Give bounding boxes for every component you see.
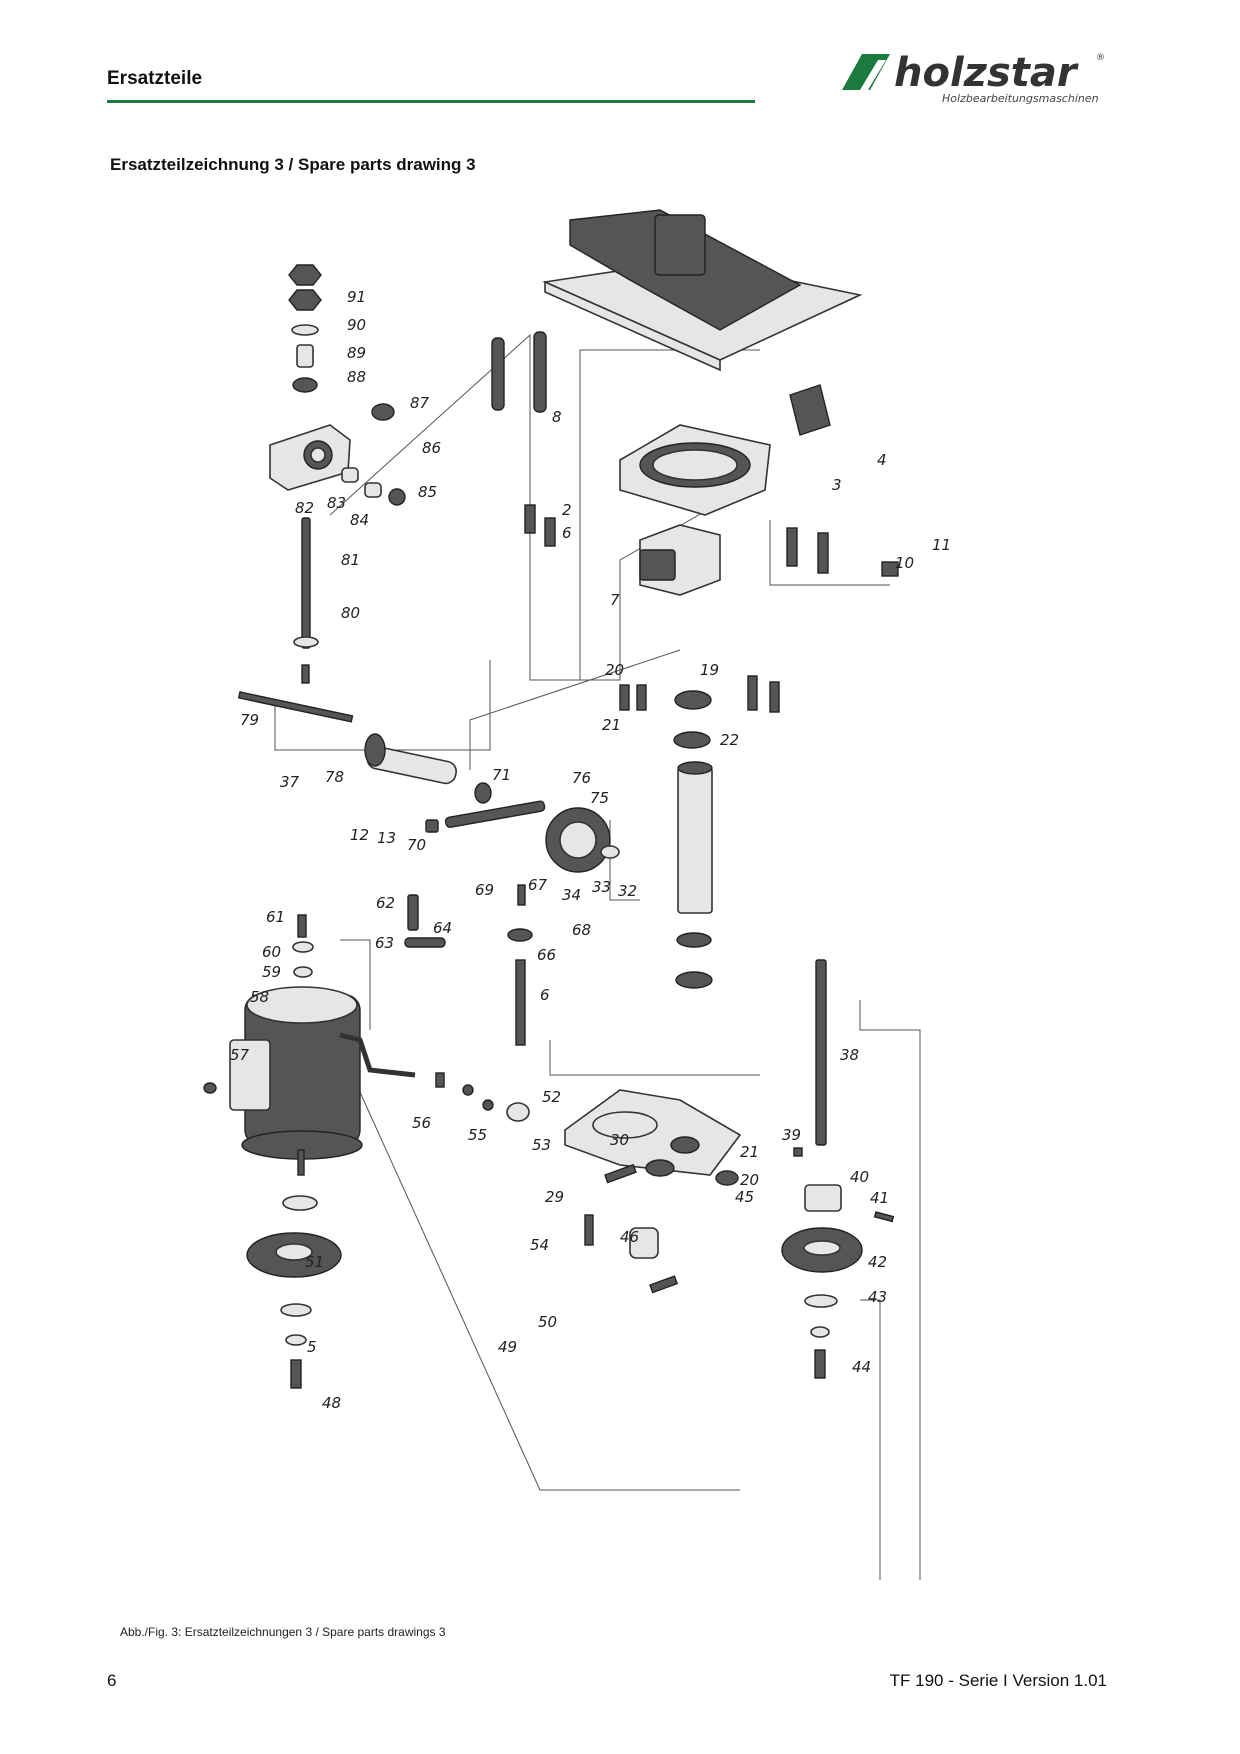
part-label: 50 [538, 1313, 557, 1331]
part-label: 67 [528, 876, 548, 894]
part-label: 80 [341, 604, 360, 622]
assembly-guide-lines [274, 333, 921, 1580]
part-label: 90 [347, 316, 366, 334]
part-label: 2 [562, 501, 572, 519]
part-label: 34 [562, 886, 581, 904]
part-label: 68 [572, 921, 591, 939]
part-label: 44 [852, 1358, 871, 1376]
figure-caption: Abb./Fig. 3: Ersatzteilzeichnungen 3 / S… [120, 1625, 446, 1639]
base-assembly [339, 884, 742, 1294]
part-label: 41 [870, 1189, 889, 1207]
part-label: 54 [530, 1236, 549, 1254]
part-label: 39 [782, 1126, 801, 1144]
part-label: 62 [376, 894, 395, 912]
header-rule [107, 100, 755, 103]
part-label: 76 [572, 769, 591, 787]
part-label: 3 [832, 476, 842, 494]
part-label: 69 [475, 881, 494, 899]
part-label: 30 [610, 1131, 629, 1149]
column-assembly [619, 675, 780, 989]
part-label: 86 [422, 439, 441, 457]
part-label: 11 [932, 536, 951, 554]
part-label: 21 [740, 1143, 759, 1161]
logo-wordmark: holzstar [894, 50, 1079, 96]
part-label: 56 [412, 1114, 431, 1132]
part-label: 42 [868, 1253, 887, 1271]
page-header-title: Ersatzteile [107, 68, 203, 89]
part-label: 70 [407, 836, 426, 854]
part-label: 85 [418, 483, 437, 501]
holzstar-logo: holzstar ® Holzbearbeitungsmaschinen [842, 50, 1105, 105]
part-label: 57 [230, 1046, 250, 1064]
part-label: 33 [592, 878, 611, 896]
part-label: 91 [347, 288, 366, 306]
part-label: 52 [542, 1088, 561, 1106]
logo-tagline: Holzbearbeitungsmaschinen [942, 92, 1099, 105]
part-label: 87 [410, 394, 430, 412]
page-number: 6 [107, 1671, 117, 1690]
part-label: 82 [295, 499, 314, 517]
part-label: 45 [735, 1188, 754, 1206]
part-label: 7 [610, 591, 620, 609]
logo-registered-mark: ® [1096, 53, 1105, 63]
part-label: 51 [305, 1253, 324, 1271]
part-label: 12 [350, 826, 369, 844]
part-label: 22 [720, 731, 739, 749]
part-label: 59 [262, 963, 281, 981]
part-label: 89 [347, 344, 366, 362]
part-label: 61 [266, 908, 285, 926]
part-label: 8 [552, 408, 562, 426]
part-label: 55 [468, 1126, 487, 1144]
part-label: 13 [377, 829, 396, 847]
part-label: 20 [605, 661, 624, 679]
document-version: TF 190 - Serie I Version 1.01 [889, 1671, 1107, 1690]
part-label: 32 [618, 882, 637, 900]
part-label: 84 [350, 511, 369, 529]
part-label: 81 [341, 551, 360, 569]
part-label: 49 [498, 1338, 517, 1356]
part-label: 5 [307, 1338, 317, 1356]
part-label: 60 [262, 943, 281, 961]
part-label: 64 [433, 919, 452, 937]
part-label: 46 [620, 1228, 639, 1246]
spindle-head-assembly [269, 264, 406, 684]
part-label: 38 [840, 1046, 859, 1064]
part-label: 83 [327, 494, 346, 512]
part-label: 4 [877, 451, 887, 469]
part-label: 79 [240, 711, 259, 729]
part-label: 19 [700, 661, 719, 679]
part-label: 6 [562, 524, 572, 542]
table-assembly [491, 209, 899, 596]
part-label: 6 [540, 986, 550, 1004]
part-label: 75 [590, 789, 609, 807]
part-label: 88 [347, 368, 366, 386]
part-number-labels: 91 90 89 88 87 86 85 84 83 82 81 80 79 7… [230, 288, 951, 1412]
part-label: 63 [375, 934, 394, 952]
part-label: 58 [250, 988, 269, 1006]
part-label: 10 [895, 554, 914, 572]
part-label: 78 [325, 768, 344, 786]
spindle-assembly [781, 959, 895, 1379]
motor-assembly [203, 914, 363, 1389]
section-title: Ersatzteilzeichnung 3 / Spare parts draw… [110, 155, 476, 174]
part-label: 37 [280, 773, 300, 791]
logo-mark-stripe-icon [860, 60, 886, 90]
part-label: 21 [602, 716, 621, 734]
part-label: 43 [868, 1288, 887, 1306]
part-label: 48 [322, 1394, 341, 1412]
height-adjust-assembly [237, 691, 620, 873]
spare-parts-drawing: 91 90 89 88 87 86 85 84 83 82 81 80 79 7… [203, 209, 951, 1580]
part-label: 29 [545, 1188, 564, 1206]
part-label: 53 [532, 1136, 551, 1154]
part-label: 20 [740, 1171, 759, 1189]
part-label: 66 [537, 946, 556, 964]
part-label: 71 [492, 766, 511, 784]
part-label: 40 [850, 1168, 869, 1186]
